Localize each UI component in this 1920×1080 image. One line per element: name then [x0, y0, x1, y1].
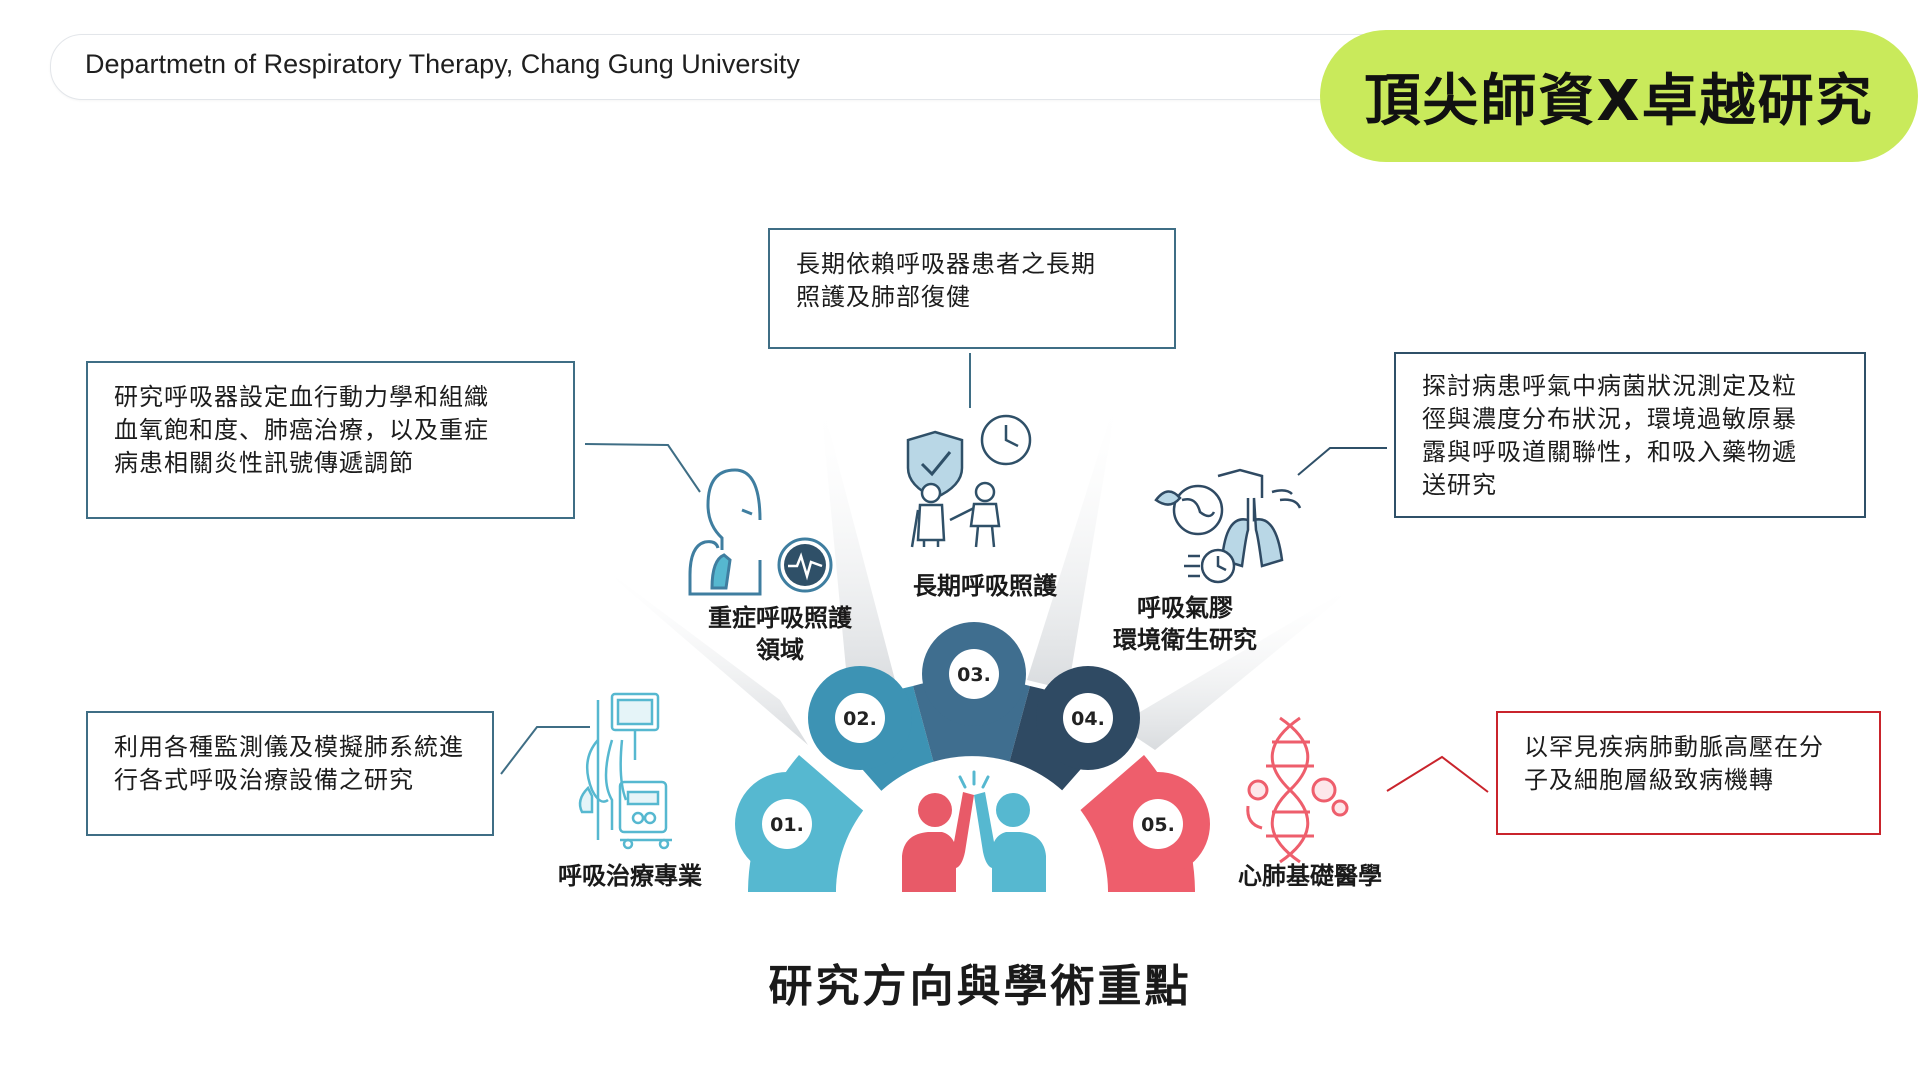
segment-label-05: 心肺基礎醫學	[1238, 862, 1382, 890]
connector-04	[1297, 447, 1387, 476]
badge-03	[949, 649, 999, 699]
description-line: 利用各種監測儀及模擬肺系統進	[114, 733, 464, 761]
diagram-title: 研究方向與學術重點	[768, 961, 1192, 1012]
ray-3	[1027, 392, 1118, 690]
header-bar: Departmetn of Respiratory Therapy, Chang…	[50, 34, 1432, 100]
description-line: 以罕見疾病肺動脈高壓在分	[1524, 733, 1824, 761]
description-line: 病患相關炎性訊號傳遞調節	[114, 449, 414, 477]
segment-label-02-line: 領域	[756, 636, 804, 664]
connector-01	[500, 726, 590, 775]
ray-4	[1118, 580, 1363, 750]
fan-rays	[593, 392, 1363, 750]
badge-02	[835, 693, 885, 743]
description-box-04: 探討病患呼氣中病菌狀況測定及粒 徑與濃度分布狀況，環境過敏原暴 露與呼吸道關聯性…	[1394, 352, 1866, 518]
description-box-02: 研究呼吸器設定血行動力學和組織 血氧飽和度、肺癌治療，以及重症 病患相關炎性訊號…	[86, 361, 575, 519]
description-line: 長期依賴呼吸器患者之長期	[796, 250, 1096, 278]
ray-1	[593, 560, 808, 745]
description-line: 照護及肺部復健	[796, 283, 971, 311]
description-box-01: 利用各種監測儀及模擬肺系統進 行各式呼吸治療設備之研究	[86, 711, 494, 836]
segment-label-03: 長期呼吸照護	[913, 572, 1057, 600]
description-line: 徑與濃度分布狀況，環境過敏原暴	[1422, 405, 1797, 433]
institution-name: Departmetn of Respiratory Therapy, Chang…	[85, 49, 800, 79]
description-line: 研究呼吸器設定血行動力學和組織	[114, 383, 489, 411]
segment-label-04-line: 呼吸氣膠	[1137, 594, 1233, 622]
headline-badge: 頂尖師資X卓越研究	[1320, 30, 1918, 162]
description-line: 血氧飽和度、肺癌治療，以及重症	[114, 416, 489, 444]
segment-label-02-line: 重症呼吸照護	[708, 604, 852, 632]
ventilator-machine-icon	[578, 692, 672, 850]
segment-label-04-line: 環境衛生研究	[1113, 626, 1257, 654]
description-line: 送研究	[1422, 471, 1497, 499]
description-box-05: 以罕見疾病肺動脈高壓在分 子及細胞層級致病機轉	[1496, 711, 1881, 835]
connector-02	[584, 443, 701, 493]
elderly-care-shield-clock-icon	[906, 414, 1032, 548]
ray-2	[820, 395, 895, 690]
badge-number-03: 03.	[957, 664, 991, 686]
badge-number-02: 02.	[843, 708, 877, 730]
badge-01	[762, 799, 812, 849]
description-box-03: 長期依賴呼吸器患者之長期 照護及肺部復健	[768, 228, 1176, 349]
segment-label-01: 呼吸治療專業	[558, 862, 702, 890]
connector-05	[1386, 755, 1489, 793]
segment-label-02: 重症呼吸照護 領域	[690, 602, 870, 666]
segment-label-04: 呼吸氣膠 環境衛生研究	[1100, 592, 1270, 656]
dna-molecule-icon	[1246, 716, 1349, 864]
patient-lungs-heartbeat-icon	[688, 468, 833, 596]
badge-05	[1133, 799, 1183, 849]
badge-number-01: 01.	[770, 814, 804, 836]
lungs-environment-icon	[1154, 468, 1302, 584]
badge-04	[1063, 693, 1113, 743]
badge-number-04: 04.	[1071, 708, 1105, 730]
badge-number-05: 05.	[1141, 814, 1175, 836]
description-line: 探討病患呼氣中病菌狀況測定及粒	[1422, 372, 1797, 400]
description-line: 露與呼吸道關聯性，和吸入藥物遞	[1422, 438, 1797, 466]
headline-badge-text: 頂尖師資X卓越研究	[1364, 68, 1874, 134]
description-line: 子及細胞層級致病機轉	[1524, 766, 1774, 794]
description-line: 行各式呼吸治療設備之研究	[114, 766, 414, 794]
high-five-icon	[902, 770, 1046, 892]
